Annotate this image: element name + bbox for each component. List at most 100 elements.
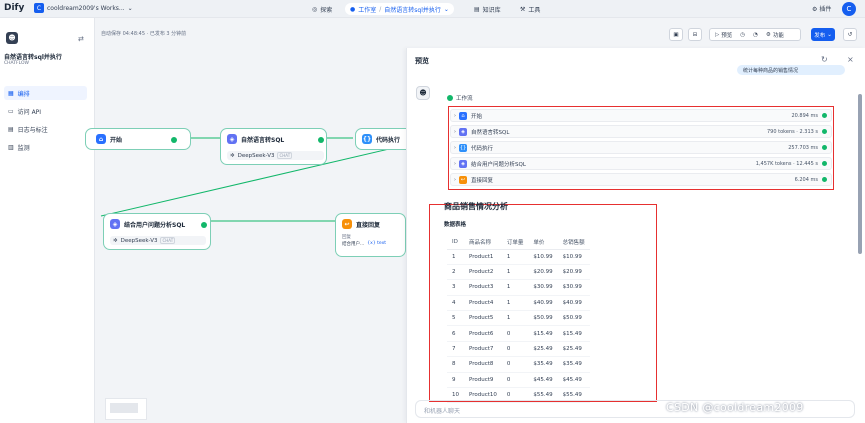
section-title: 商品销售情况分析: [444, 202, 508, 211]
success-check-icon: [822, 161, 827, 166]
table-header: 单价: [528, 235, 558, 250]
table-cell: $40.99: [528, 295, 558, 312]
env-button[interactable]: ⊟: [688, 28, 702, 41]
sidebar-item-orchestrate[interactable]: ▦ 编排: [4, 86, 87, 100]
workflow-step[interactable]: › ⌂ 开始 20.894 ms: [450, 109, 832, 122]
toolbox-icon: ⚒: [520, 5, 526, 13]
table-header: ID: [447, 235, 464, 250]
user-avatar[interactable]: C: [842, 2, 856, 16]
chevron-right-icon: ›: [453, 144, 457, 151]
table-cell: 0: [501, 372, 529, 389]
reply-variable: 结合用户... {x} text: [342, 241, 386, 247]
nav-studio[interactable]: ● 工作室 / 自然语言转sql并执行 ⌄: [345, 3, 454, 15]
code-icon: {}: [362, 134, 372, 144]
step-name: 代码执行: [471, 145, 494, 152]
table-cell: Product2: [464, 264, 502, 281]
checklist-button[interactable]: ▣: [669, 28, 683, 41]
workflow-label: 工作流: [456, 96, 473, 102]
table-cell: Product8: [464, 356, 502, 373]
minimap[interactable]: [105, 398, 147, 420]
plugins-button[interactable]: ⚙ 插件: [812, 4, 831, 13]
table-cell: $10.99: [557, 249, 590, 265]
node-title: 开始: [110, 136, 123, 144]
sidebar-item-logs[interactable]: ▤ 日志与标注: [4, 122, 87, 136]
model-tag: CHAT: [277, 152, 293, 159]
node-code[interactable]: {}代码执行: [355, 128, 415, 150]
scrollbar[interactable]: [858, 94, 862, 254]
current-app-selector[interactable]: 自然语言转sql并执行: [384, 6, 441, 14]
workflow-step[interactable]: › ◈ 自然语言转SQL 790 tokens · 2.313 s: [450, 125, 832, 138]
settings-icon[interactable]: ◔: [753, 31, 758, 38]
reply-var-type: {x} text: [367, 241, 386, 246]
nav-knowledge-label: 知识库: [482, 6, 501, 14]
workflow-step[interactable]: › ◈ 结合用户问题分析SQL 1,457K tokens · 12.445 s: [450, 157, 832, 170]
table-cell: $25.49: [528, 341, 558, 358]
workflow-step[interactable]: › ↩ 直接回复 6.204 ms: [450, 173, 832, 186]
steps-highlight-box: [448, 106, 834, 190]
nav-explore[interactable]: ◎ 探索: [312, 3, 332, 15]
sidebar-item-monitor[interactable]: ▥ 监测: [4, 140, 87, 154]
table-cell: 1: [447, 249, 464, 265]
table-header: 商品名称: [464, 235, 502, 250]
success-check-icon: [201, 222, 207, 228]
swap-arrows-icon[interactable]: ⇄: [78, 35, 84, 43]
reply-icon: ↩: [459, 175, 467, 184]
play-icon[interactable]: ▷: [715, 31, 720, 38]
node-answer[interactable]: ↩直接回复 回复 结合用户... {x} text: [335, 213, 406, 257]
node-title: 自然语言转SQL: [241, 136, 285, 144]
model-icon: ✲: [113, 237, 118, 244]
table-cell: $10.99: [528, 249, 558, 265]
table-cell: $25.49: [557, 341, 590, 358]
sidebar-item-label: 监测: [17, 144, 30, 152]
chevron-right-icon: ›: [453, 176, 457, 183]
chat-input[interactable]: 和机器人聊天: [415, 400, 855, 418]
book-icon: ▤: [474, 5, 480, 13]
success-check-icon: [318, 137, 324, 143]
workflow-step[interactable]: › {} 代码执行 257.703 ms: [450, 141, 832, 154]
table-cell: Product7: [464, 341, 502, 358]
workspace-name: cooldream2009's Works...: [47, 4, 125, 12]
preview-button[interactable]: 预览: [721, 32, 733, 39]
variable-icon: ⊟: [692, 31, 698, 38]
nav-tools[interactable]: ⚒ 工具: [520, 3, 540, 15]
app-type: CHATFLOW: [4, 61, 29, 66]
model-icon: ✲: [230, 152, 235, 159]
workflow-icon: ▦: [8, 89, 14, 97]
features-button[interactable]: 功能: [772, 32, 784, 39]
table-cell: 6: [447, 325, 464, 342]
history-icon[interactable]: ◷: [740, 31, 746, 38]
node-start[interactable]: ⌂开始: [85, 128, 191, 150]
refresh-icon[interactable]: ↻: [821, 55, 828, 64]
table-cell: 5: [447, 310, 464, 327]
restore-button[interactable]: ↺: [843, 28, 857, 41]
publish-button[interactable]: 发布⌄: [811, 28, 835, 41]
sidebar-item-api[interactable]: ▭ 访问 API: [4, 104, 87, 118]
table-cell: 4: [447, 295, 464, 312]
success-check-icon: [447, 95, 453, 101]
plugin-icon: ⚙: [812, 6, 818, 13]
nav-knowledge[interactable]: ▤ 知识库: [474, 3, 501, 15]
sidebar-item-label: 日志与标注: [17, 126, 48, 134]
table-cell: Product5: [464, 310, 502, 327]
table-cell: 7: [447, 341, 464, 358]
table-cell: $15.49: [528, 325, 558, 342]
terminal-icon: ▭: [8, 107, 14, 115]
workflow-status[interactable]: 工作流: [447, 94, 473, 102]
table-header: 总销售额: [557, 235, 590, 250]
top-bar: Dify C cooldream2009's Works... ⌄ ◎ 探索 ●…: [0, 0, 865, 18]
dify-logo[interactable]: Dify: [4, 3, 25, 13]
table-cell: Product3: [464, 279, 502, 296]
success-check-icon: [822, 113, 827, 118]
close-icon[interactable]: ×: [847, 55, 854, 64]
workspace-switcher[interactable]: C cooldream2009's Works... ⌄: [34, 3, 133, 13]
